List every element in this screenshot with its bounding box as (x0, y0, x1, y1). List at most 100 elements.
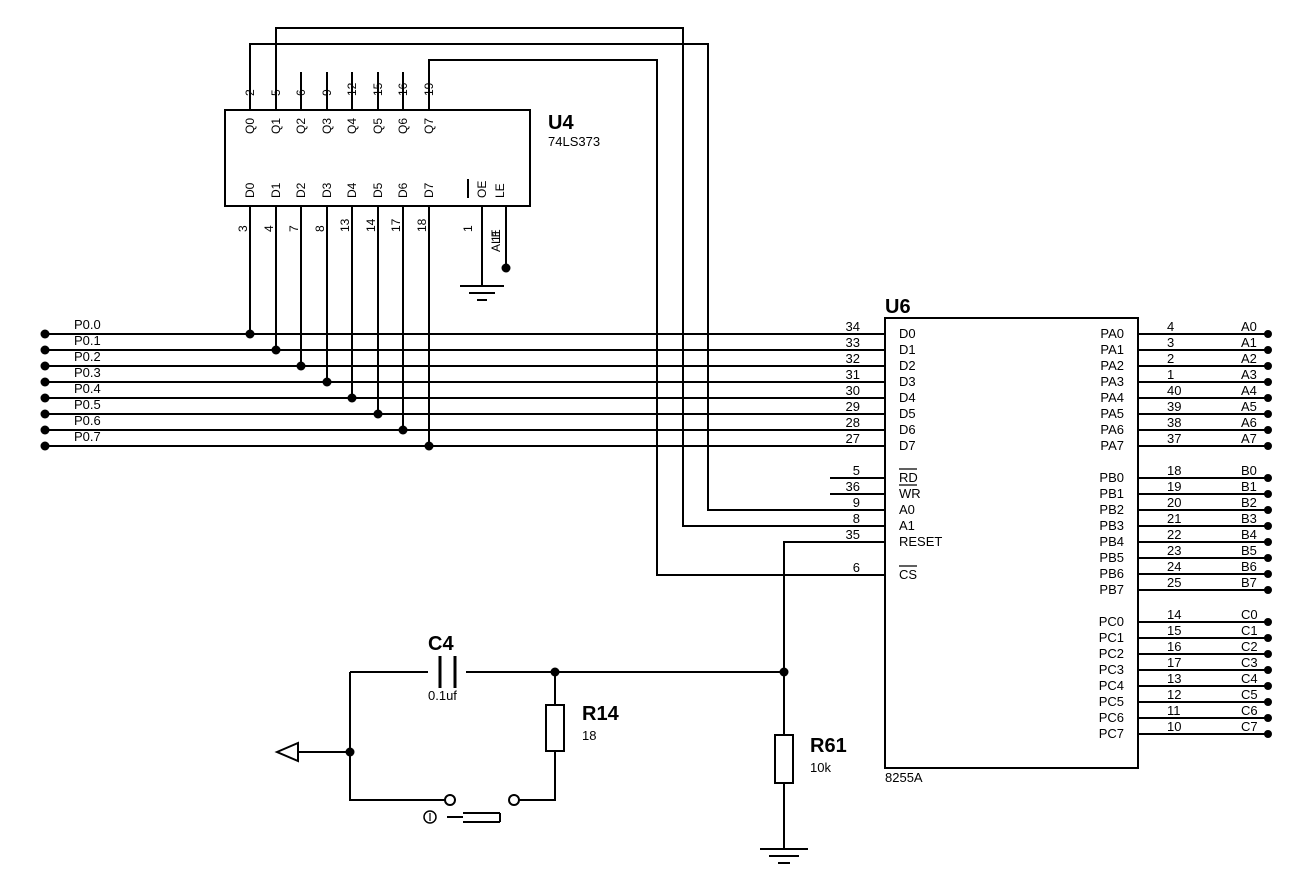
u6-pc-pin-name: PC3 (1099, 662, 1124, 677)
u6-pc-terminal-7 (1264, 730, 1272, 738)
p0-label-2: P0.2 (74, 349, 101, 364)
u6-pc-terminal-0 (1264, 618, 1272, 626)
u6-pa-pin-name: PA2 (1100, 358, 1124, 373)
u6-d-pin-num: 33 (846, 335, 860, 350)
u4-q-pin-name: Q1 (269, 118, 283, 134)
u6-pa-pin-name: PA6 (1100, 422, 1124, 437)
u6-pb-pin-num: 23 (1167, 543, 1181, 558)
u6-pa-pin-num: 39 (1167, 399, 1181, 414)
u6-pb-net-label: B5 (1241, 543, 1257, 558)
r61-body (774, 734, 794, 784)
u4-d-pin-num: 14 (364, 218, 378, 232)
u4-le-pin-num: 11 (489, 229, 503, 242)
u6-pb-net-label: B2 (1241, 495, 1257, 510)
u6-pb-pin-num: 18 (1167, 463, 1181, 478)
u6-pc-net-label: C6 (1241, 703, 1258, 718)
u6-pa-pin-num: 2 (1167, 351, 1174, 366)
u4-q-pin-name: Q0 (243, 118, 257, 134)
u6-pb-net-label: B6 (1241, 559, 1257, 574)
p0-label-7: P0.7 (74, 429, 101, 444)
u6-pa-pin-num: 1 (1167, 367, 1174, 382)
u6-pb-pin-name: PB7 (1099, 582, 1124, 597)
u6-pc-pin-name: PC2 (1099, 646, 1124, 661)
u6-pb-terminal-4 (1264, 538, 1272, 546)
u6-ctrl-pin-name: RESET (899, 534, 942, 549)
u6-d-pin-num: 32 (846, 351, 860, 366)
u6-pa-pin-num: 37 (1167, 431, 1181, 446)
u6-pb-pin-name: PB1 (1099, 486, 1124, 501)
u6-pc-net-label: C7 (1241, 719, 1258, 734)
u6-ctrl-pin-name: A1 (899, 518, 915, 533)
u6-pa-terminal-2 (1264, 362, 1272, 370)
u4-d-pin-name: D7 (422, 182, 436, 198)
u4-d-pin-num: 7 (287, 225, 301, 232)
u4-q-pin-num: 16 (396, 82, 410, 96)
u4-q-pin-name: Q2 (294, 118, 308, 134)
switch-contact-left (444, 794, 456, 806)
u6-pc-pin-num: 11 (1167, 703, 1181, 718)
u4-oe-pin-name: OE (475, 181, 489, 198)
q0-to-a0-wire (249, 43, 885, 511)
p0-label-0: P0.0 (74, 317, 101, 332)
u6-pb-pin-num: 22 (1167, 527, 1181, 542)
u6-pa-terminal-0 (1264, 330, 1272, 338)
u6-pb-pin-name: PB6 (1099, 566, 1124, 581)
bus-junction-7 (424, 441, 434, 451)
u6-pc-pin-name: PC7 (1099, 726, 1124, 741)
u6-pc-terminal-1 (1264, 634, 1272, 642)
u6-pa-terminal-6 (1264, 426, 1272, 434)
u6-pb-pin-name: PB3 (1099, 518, 1124, 533)
u6-pb-pin-name: PB2 (1099, 502, 1124, 517)
bus-junction-0 (245, 329, 255, 339)
u6-pa-net-label: A4 (1241, 383, 1257, 398)
u6-pa-pin-num: 40 (1167, 383, 1181, 398)
p0-terminal-6 (40, 425, 50, 435)
r14-wire-bottom (514, 751, 556, 801)
u4-oe-pin-num: 1 (461, 225, 475, 232)
u4-q-pin-name: Q5 (371, 118, 385, 134)
q1-to-a1-wire (275, 27, 885, 527)
u6-pc-net-label: C5 (1241, 687, 1258, 702)
u6-d-pin-num: 31 (846, 367, 860, 382)
u6-pc-net-label: C1 (1241, 623, 1258, 638)
u6-pb-terminal-5 (1264, 554, 1272, 562)
u4-d-pin-num: 4 (262, 225, 276, 232)
u4-d-pin-num: 13 (338, 218, 352, 232)
u6-ctrl-pin-num: 36 (846, 479, 860, 494)
u4-q-pin-num: 12 (345, 82, 359, 96)
c4-ref-label: C4 (428, 633, 454, 655)
u6-ctrl-pin-num: 5 (853, 463, 860, 478)
p0-terminal-3 (40, 377, 50, 387)
u6-pb-net-label: B1 (1241, 479, 1257, 494)
u6-pb-terminal-1 (1264, 490, 1272, 498)
u6-pa-terminal-5 (1264, 410, 1272, 418)
u6-pb-pin-num: 19 (1167, 479, 1181, 494)
u6-pb-terminal-3 (1264, 522, 1272, 530)
u6-pc-pin-name: PC1 (1099, 630, 1124, 645)
u4-d-pin-name: D6 (396, 182, 410, 198)
u6-pa-net-label: A3 (1241, 367, 1257, 382)
u6-pa-pin-name: PA1 (1100, 342, 1124, 357)
u6-pb-pin-num: 24 (1167, 559, 1181, 574)
u6-part-label: 8255A (885, 770, 923, 785)
ale-terminal (501, 263, 511, 273)
u6-d-pin-num: 30 (846, 383, 860, 398)
u4-d-pin-num: 17 (389, 218, 403, 232)
u6-pb-terminal-6 (1264, 570, 1272, 578)
u6-ctrl-pin-name: CS (899, 567, 917, 582)
u6-d-pin-name: D2 (899, 358, 916, 373)
u6-pc-pin-name: PC4 (1099, 678, 1124, 693)
u6-body (884, 317, 1139, 769)
u6-pa-terminal-1 (1264, 346, 1272, 354)
u4-ref-label: U4 (548, 112, 574, 134)
u6-pc-net-label: C0 (1241, 607, 1258, 622)
u6-pb-terminal-0 (1264, 474, 1272, 482)
r61-value-label: 10k (810, 760, 831, 775)
u6-ctrl-pin-num: 6 (853, 560, 860, 575)
u6-ctrl-pin-name: RD (899, 470, 918, 485)
u6-pa-net-label: A2 (1241, 351, 1257, 366)
u6-pc-pin-num: 14 (1167, 607, 1181, 622)
bus-junction-1 (271, 345, 281, 355)
u4-part-label: 74LS373 (548, 134, 600, 149)
junctions (40, 263, 1272, 757)
